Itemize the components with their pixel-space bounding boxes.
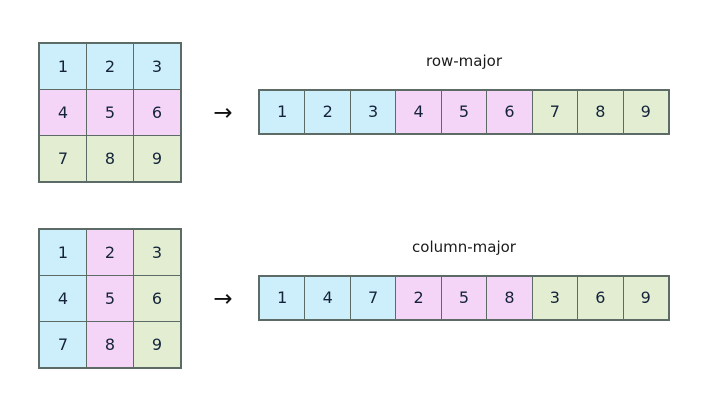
arrow-right-icon: →: [213, 285, 233, 312]
column-major-array-cell: 6: [578, 277, 623, 319]
row-major-array-cell: 1: [260, 91, 305, 133]
row-major-matrix-cell: 5: [87, 90, 133, 135]
row-major-matrix-cell: 7: [40, 136, 86, 181]
row-major-caption: row-major: [425, 52, 502, 70]
row-major-array-cell: 5: [441, 91, 487, 133]
column-major-array-cell: 2: [396, 277, 441, 319]
column-major-array-cell: 1: [260, 277, 305, 319]
column-major-array-cell: 4: [305, 277, 350, 319]
column-major-matrix-cell: 5: [87, 276, 133, 321]
row-major-matrix-cell: 1: [40, 44, 86, 89]
column-major-array-cell: 7: [350, 277, 396, 319]
column-major-matrix-cell: 7: [40, 322, 86, 367]
row-major-matrix-cell: 3: [134, 44, 180, 89]
column-major-array-cell: 8: [487, 277, 532, 319]
row-major-array-cell: 6: [487, 91, 532, 133]
row-major-matrix-cell: 4: [40, 90, 86, 135]
column-major-matrix-cell: 2: [87, 230, 133, 275]
column-major-matrix-cell: 1: [40, 230, 86, 275]
row-major-matrix-cell: 9: [134, 136, 180, 181]
row-major-array-cell: 8: [578, 91, 623, 133]
column-major-matrix-cell: 4: [40, 276, 86, 321]
row-major-array-cell: 7: [532, 91, 578, 133]
column-major-array-cell: 5: [441, 277, 487, 319]
row-major-array-cell: 3: [350, 91, 396, 133]
arrow-right-icon: →: [213, 99, 233, 126]
column-major-matrix-cell: 3: [134, 230, 180, 275]
row-major-array-cell: 2: [305, 91, 350, 133]
column-major-matrix-cell: 8: [87, 322, 133, 367]
column-major-matrix-cell: 6: [134, 276, 180, 321]
row-major-matrix-cell: 6: [134, 90, 180, 135]
column-major-array-cell: 9: [623, 277, 668, 319]
column-major-caption: column-major: [412, 238, 516, 256]
row-major-array-cell: 4: [396, 91, 441, 133]
column-major-matrix-cell: 9: [134, 322, 180, 367]
column-major-array-cell: 3: [532, 277, 578, 319]
row-major-array-cell: 9: [623, 91, 668, 133]
row-major-matrix-cell: 8: [87, 136, 133, 181]
row-major-matrix-cell: 2: [87, 44, 133, 89]
